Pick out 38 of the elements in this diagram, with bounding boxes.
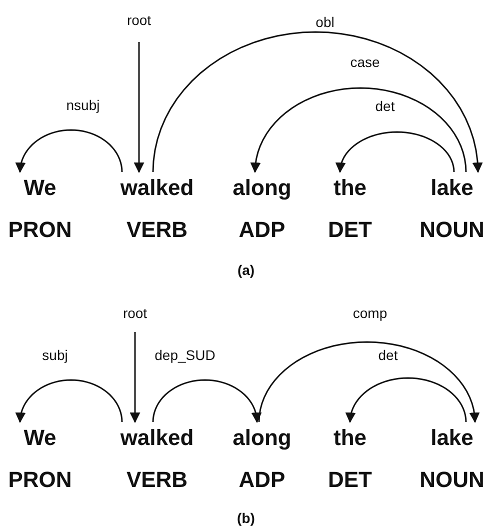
word-token: We xyxy=(24,174,56,202)
word-token: lake xyxy=(430,424,474,452)
word-token: along xyxy=(232,424,292,452)
dependency-arc xyxy=(250,87,467,174)
word-token: walked xyxy=(120,174,194,202)
panel-label: (a) xyxy=(237,262,255,278)
word-token: lake xyxy=(430,174,474,202)
dependency-arc xyxy=(152,379,262,424)
edge-label: nsubj xyxy=(64,97,102,113)
dependency-arc xyxy=(152,31,483,174)
word-token: along xyxy=(232,174,292,202)
dependency-arc xyxy=(258,341,480,424)
pos-tag: DET xyxy=(328,216,372,244)
edge-label: det xyxy=(376,347,400,363)
word-token: the xyxy=(334,424,366,452)
edge-label: obl xyxy=(314,14,336,30)
pos-tag: ADP xyxy=(238,216,286,244)
pos-tag: PRON xyxy=(8,466,72,494)
dependency-arc xyxy=(15,129,123,174)
pos-tag: ADP xyxy=(238,466,286,494)
pos-tag: DET xyxy=(328,466,372,494)
word-token: We xyxy=(24,424,56,452)
edge-label: det xyxy=(373,98,397,114)
word-token: the xyxy=(334,174,366,202)
pos-tag: NOUN xyxy=(420,466,484,494)
dependency-arc xyxy=(15,379,123,424)
edge-label: subj xyxy=(40,347,70,363)
root-arrow xyxy=(130,332,140,424)
dependency-arc xyxy=(345,377,467,424)
root-arrow xyxy=(134,42,144,174)
pos-tag: VERB xyxy=(126,216,188,244)
pos-tag: VERB xyxy=(126,466,188,494)
word-token: walked xyxy=(120,424,194,452)
pos-tag: PRON xyxy=(8,216,72,244)
edge-label: dep_SUD xyxy=(152,347,218,363)
dependency-arc xyxy=(335,131,455,174)
panel-label: (b) xyxy=(237,510,255,526)
pos-tag: NOUN xyxy=(420,216,484,244)
